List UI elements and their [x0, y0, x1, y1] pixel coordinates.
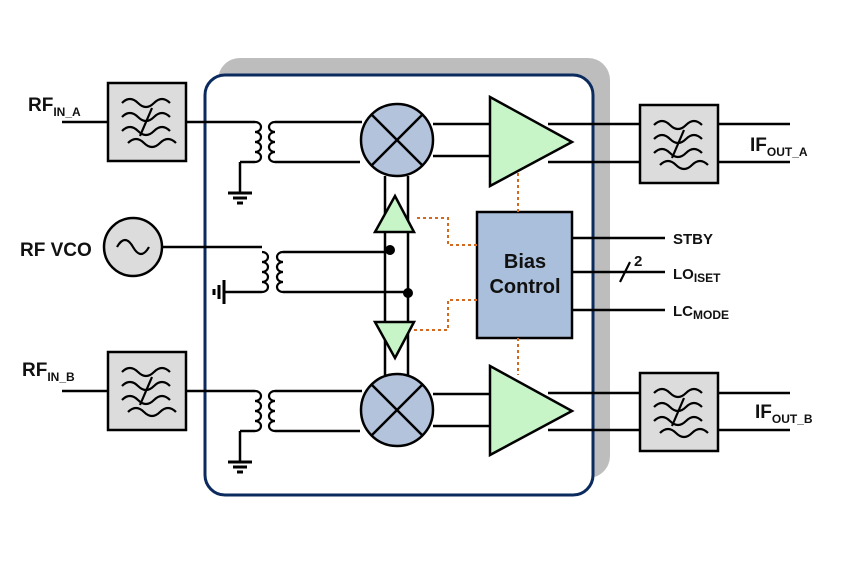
lc-mode-label: LCMODE — [673, 303, 729, 322]
transformer-icon — [224, 250, 285, 294]
amplifier-icon — [488, 363, 575, 458]
bandpass-filter-icon — [106, 350, 188, 432]
transformer-icon — [238, 389, 277, 462]
bias-label-line1: Bias — [504, 251, 546, 273]
oscillator-icon — [102, 216, 164, 278]
amplifier-icon — [372, 320, 417, 361]
bandpass-filter-icon — [638, 103, 720, 185]
transformer-icon — [238, 120, 277, 193]
stby-label: STBY — [673, 231, 713, 248]
rf-in-a-label: RFIN_A — [28, 95, 81, 119]
if-out-b-label: IFOUT_B — [755, 402, 813, 426]
bandpass-filter-icon — [638, 371, 720, 453]
lo-iset-label: LOISET — [673, 266, 721, 285]
mixer-icon — [359, 102, 435, 178]
amplifier-icon — [372, 193, 417, 234]
bias-control-block — [475, 210, 574, 340]
bus-width-label: 2 — [634, 253, 642, 270]
bias-label-line2: Control — [489, 276, 560, 298]
bandpass-filter-icon — [106, 81, 188, 163]
if-out-a-label: IFOUT_A — [750, 135, 808, 159]
amplifier-icon — [488, 94, 575, 189]
mixer-icon — [359, 372, 435, 448]
rf-vco-label: RF VCO — [20, 240, 92, 261]
rf-in-b-label: RFIN_B — [22, 360, 75, 384]
